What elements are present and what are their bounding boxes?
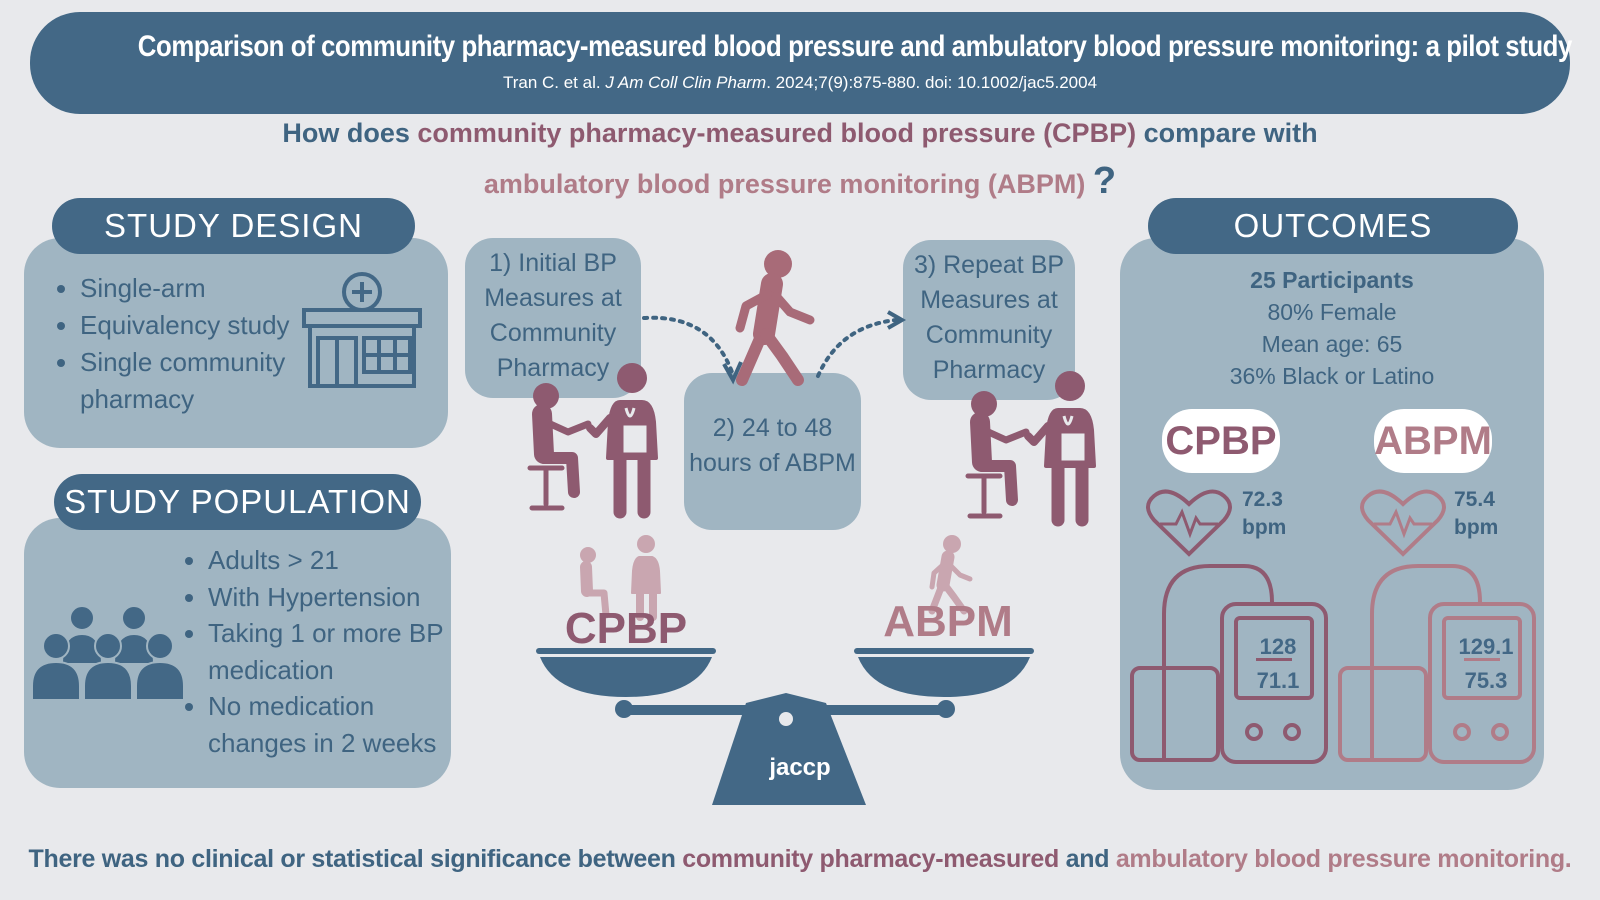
outcomes-header: OUTCOMES [1148,198,1518,254]
bp-monitor-icon [1338,564,1536,764]
citation-journal: J Am Coll Clin Pharm [605,73,767,92]
conclusion-statement: There was no clinical or statistical sig… [0,845,1600,874]
study-population-item: Taking 1 or more BP medication [208,615,470,688]
question-text-1: How does [282,118,418,148]
jaccp-logo: jaccp [769,754,831,781]
step-1-box: 1) Initial BP Measures at Community Phar… [465,238,641,398]
cpbp-diastolic: 71.1 [1256,668,1300,693]
citation-details: . 2024;7(9):875-880. doi: 10.1002/jac5.2… [766,73,1098,92]
abpm-badge: ABPM [1374,409,1492,473]
heart-rate-icon [1146,489,1232,557]
citation-authors: Tran C. et al. [502,73,606,92]
cpbp-heart-rate: 72.3 bpm [1242,486,1286,542]
research-question-line-1: How does community pharmacy-measured blo… [0,118,1600,149]
study-population-item: No medication changes in 2 weeks [208,688,470,761]
heart-rate-icon [1360,489,1446,557]
cpbp-bp-reading: 128 71.1 [1240,630,1316,698]
study-population-header: STUDY POPULATION [54,474,421,530]
step-2-box: 2) 24 to 48 hours of ABPM [684,373,861,530]
study-design-item: Equivalency study [80,307,340,344]
faded-walking-person-icon [928,535,973,615]
abpm-systolic: 129.1 [1458,634,1514,659]
study-design-list: Single-arm Equivalency study Single comm… [54,270,340,418]
abpm-bp-reading: 129.1 75.3 [1446,630,1526,698]
question-abpm: ambulatory blood pressure monitoring (AB… [483,169,1086,199]
abpm-diastolic: 75.3 [1464,668,1508,693]
flow-arrows [642,310,907,385]
patient-doctor-icon [527,363,658,519]
study-population-item: Adults > 21 [208,542,470,579]
cpbp-hr-unit: bpm [1242,516,1287,539]
study-population-list: Adults > 21 With Hypertension Taking 1 o… [182,542,470,761]
study-design-item: Single community pharmacy [80,344,340,418]
conclusion-text-1: There was no clinical or statistical sig… [28,845,683,873]
citation: Tran C. et al. J Am Coll Clin Pharm. 202… [30,73,1570,93]
study-design-panel: Single-arm Equivalency study Single comm… [24,238,448,448]
faded-patient-doctor-icon [580,535,661,621]
conclusion-abpm: ambulatory blood pressure monitoring. [1115,845,1572,873]
cpbp-systolic: 128 [1259,634,1297,659]
walking-person-icon [735,250,815,386]
balance-scale-icon [536,535,1034,805]
participants-count: 25 Participants [1250,267,1414,293]
mean-age: Mean age: 65 [1261,331,1403,357]
step-3-box: 3) Repeat BP Measures at Community Pharm… [903,240,1075,400]
abpm-heart-rate: 75.4 bpm [1454,486,1498,542]
conclusion-text-2: and [1058,845,1116,873]
question-cpbp: community pharmacy-measured blood pressu… [417,118,1137,148]
conclusion-cpbp: community pharmacy-measured [682,845,1059,873]
study-population-panel: Adults > 21 With Hypertension Taking 1 o… [24,518,451,788]
arrow-head-icon [887,310,907,330]
title-banner: Comparison of community pharmacy-measure… [30,12,1573,114]
page-title: Comparison of community pharmacy-measure… [137,30,1573,63]
scale-right-label: ABPM [883,597,1013,646]
abpm-hr-unit: bpm [1454,516,1499,539]
female-percent: 80% Female [1267,299,1397,325]
cpbp-badge: CPBP [1162,409,1280,473]
study-design-item: Single-arm [80,270,340,307]
cpbp-hr-value: 72.3 [1242,488,1283,511]
bp-monitor-icon [1130,564,1328,764]
study-population-item: With Hypertension [208,579,470,616]
outcomes-demographics: 25 Participants 80% Female Mean age: 65 … [1120,264,1544,392]
patient-doctor-icon [965,371,1096,527]
abpm-hr-value: 75.4 [1454,488,1495,511]
people-group-icon [31,605,185,701]
question-mark: ? [1092,160,1117,202]
arrow-head-icon [722,361,743,385]
research-question-line-2: ambulatory blood pressure monitoring (AB… [0,160,1600,203]
study-design-header: STUDY DESIGN [52,198,415,254]
ethnicity-percent: 36% Black or Latino [1229,363,1435,389]
scale-left-label: CPBP [564,604,688,653]
question-text-2: compare with [1136,118,1318,148]
pharmacy-building-icon [302,272,422,388]
